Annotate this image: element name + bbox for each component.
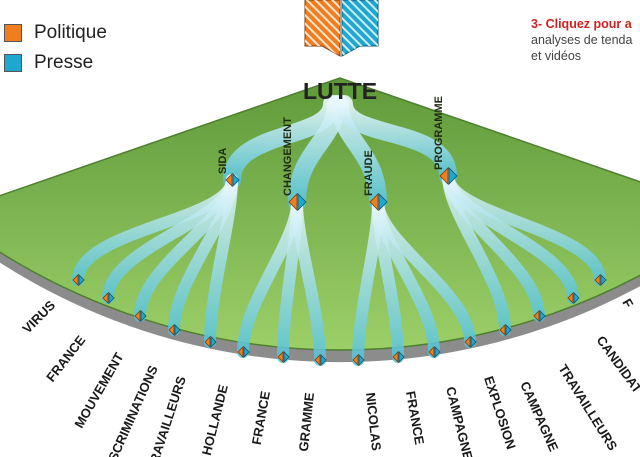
presse-swatch xyxy=(4,54,22,72)
branch-label[interactable]: SIDA xyxy=(217,148,229,174)
leaf-label[interactable]: FRANCE xyxy=(403,390,427,446)
legend-item-politique: Politique xyxy=(4,18,107,48)
leaf-node-icon[interactable] xyxy=(594,274,607,286)
leaf-node-icon[interactable] xyxy=(392,351,405,363)
leaf-node-icon[interactable] xyxy=(499,324,512,336)
flow-line xyxy=(335,95,457,185)
leaf-node-icon[interactable] xyxy=(533,310,546,322)
branch-node-icon[interactable] xyxy=(369,193,388,211)
leaf-node-icon[interactable] xyxy=(102,292,115,304)
leaf-node-icon[interactable] xyxy=(168,324,181,336)
leaf-label[interactable]: CAMPAGNE xyxy=(443,385,476,457)
leaf-node-icon[interactable] xyxy=(277,351,290,363)
help-line: et vidéos xyxy=(531,49,582,63)
leaf-label[interactable]: F xyxy=(619,296,636,310)
leaf-node-icon[interactable] xyxy=(464,336,477,348)
leaf-label[interactable]: CANDIDAT xyxy=(594,333,640,396)
branch-label[interactable]: PROGRAMME xyxy=(433,96,445,170)
flow-line xyxy=(204,174,238,348)
leaf-node-icon[interactable] xyxy=(204,336,217,348)
fan-sector xyxy=(0,77,640,363)
leaf-node-icon[interactable] xyxy=(352,354,365,366)
flow-line xyxy=(372,196,476,348)
leaf-label[interactable]: TRAVAILLEURS xyxy=(555,362,620,454)
root-label[interactable]: LUTTE xyxy=(303,78,377,104)
leaf-node-icon[interactable] xyxy=(567,292,580,304)
nodes xyxy=(72,0,607,366)
leaf-node-icon[interactable] xyxy=(314,354,327,366)
leaf-label[interactable]: FRANCE xyxy=(43,332,88,384)
branch-node-icon[interactable] xyxy=(439,167,458,185)
split-bar-icon[interactable] xyxy=(304,0,379,57)
branch-node-icon[interactable] xyxy=(288,193,307,211)
legend-label: Presse xyxy=(34,52,94,73)
leaf-label[interactable]: NICOLAS xyxy=(363,392,384,452)
leaf-label[interactable]: EXPLOSION xyxy=(481,374,519,451)
leaf-label[interactable]: MOUVEMENT xyxy=(71,350,126,431)
leaf-node-icon[interactable] xyxy=(237,346,250,358)
leaf-node-icon[interactable] xyxy=(134,310,147,322)
legend-label: Politique xyxy=(34,22,107,43)
politique-swatch xyxy=(4,24,22,42)
leaf-label[interactable]: VIRUS xyxy=(19,297,58,336)
help-line: analyses de tenda xyxy=(531,33,633,47)
branch-label[interactable]: FRAUDE xyxy=(363,150,375,196)
leaf-label[interactable]: HOLLANDE xyxy=(199,383,231,457)
branch-node-icon[interactable] xyxy=(225,173,240,187)
leaf-node-icon[interactable] xyxy=(72,274,85,286)
help-title[interactable]: - Cliquez pour a xyxy=(537,17,632,31)
leaf-node-icon[interactable] xyxy=(428,346,441,358)
flow-line xyxy=(291,196,326,366)
legend: Politique Presse xyxy=(4,18,107,78)
help-step-number: 3 xyxy=(531,17,538,31)
fan-body xyxy=(0,77,640,351)
legend-item-presse: Presse xyxy=(4,48,107,78)
branch-label[interactable]: CHANGEMENT xyxy=(282,117,294,196)
leaf-label[interactable]: GRAMME xyxy=(296,391,317,452)
leaf-label[interactable]: CAMPAGNE xyxy=(517,379,561,454)
flow-line xyxy=(442,170,606,286)
help-text: 3- Cliquez pour a analyses de tenda et v… xyxy=(531,16,640,64)
flow-lines xyxy=(72,95,606,366)
leaf-label[interactable]: FRANCE xyxy=(249,390,273,446)
